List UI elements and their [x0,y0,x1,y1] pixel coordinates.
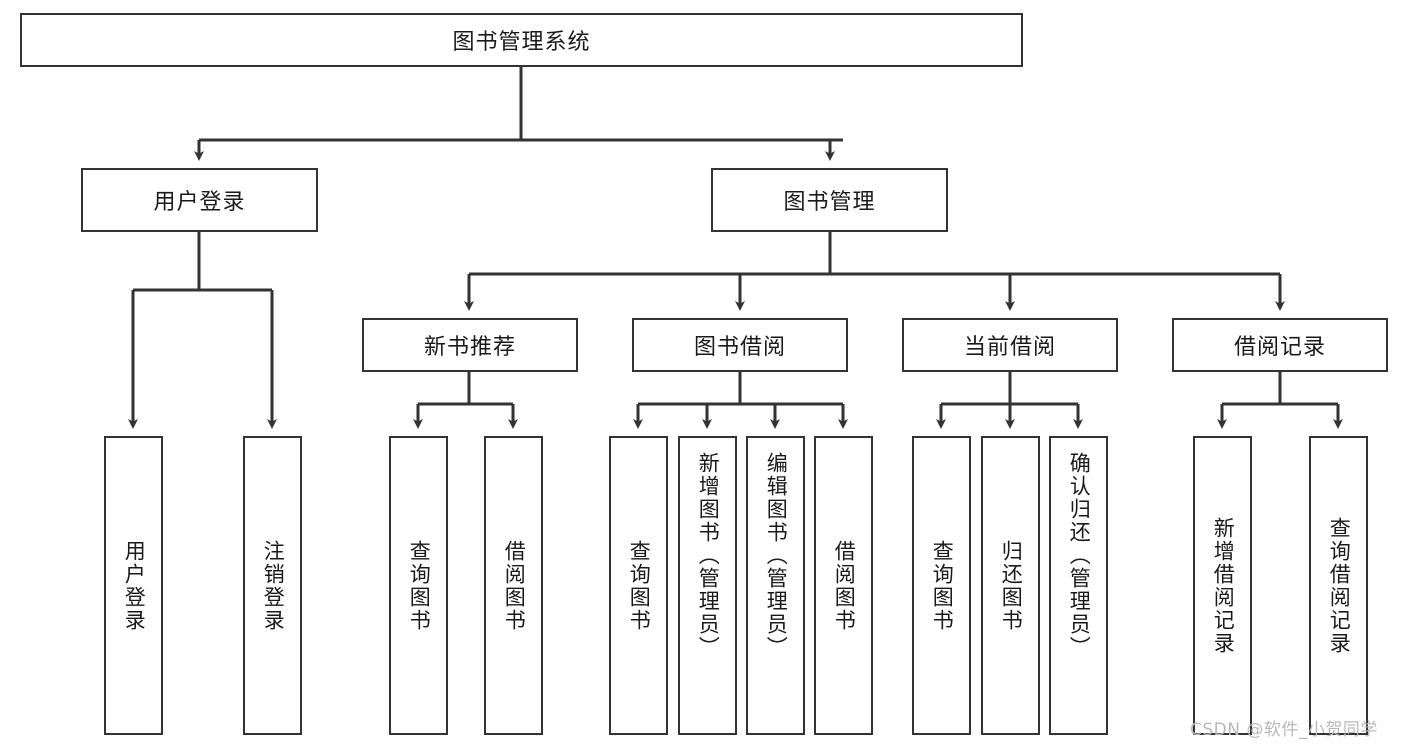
node-borrow-record-label: 借阅记录 [1233,335,1326,360]
node-leaf-add-book-label: 新增图书（管理员） [696,452,721,659]
node-book-borrow-label: 图书借阅 [693,335,786,360]
node-leaf-return-book-label: 归还图书 [999,539,1024,632]
node-user-login-label: 用户登录 [153,190,246,215]
node-book-management-label: 图书管理 [783,190,876,215]
node-leaf-logout-login-label: 注销登录 [261,539,286,632]
node-leaf-logout-login[interactable]: 注销登录 [243,436,302,735]
node-leaf-edit-book-label: 编辑图书（管理员） [764,452,789,659]
node-leaf-query-borrow-record-label: 查询借阅记录 [1327,516,1352,655]
node-leaf-borrow-book-1-label: 借阅图书 [502,539,527,632]
node-leaf-user-login-label: 用户登录 [122,539,147,632]
node-leaf-query-book-3[interactable]: 查询图书 [912,436,971,735]
node-root-label: 图书管理系统 [452,30,591,55]
node-leaf-borrow-book-2-label: 借阅图书 [832,539,857,632]
node-leaf-query-book-2[interactable]: 查询图书 [609,436,668,735]
node-leaf-confirm-return-label: 确认归还（管理员） [1067,452,1092,659]
node-leaf-add-borrow-record-label: 新增借阅记录 [1211,516,1236,655]
node-book-borrow[interactable]: 图书借阅 [632,318,848,372]
node-current-borrow-label: 当前借阅 [963,335,1056,360]
node-leaf-add-book[interactable]: 新增图书（管理员） [678,436,737,735]
node-leaf-borrow-book-1[interactable]: 借阅图书 [484,436,543,735]
csdn-watermark: CSDN @软件_小贺同学 [1190,720,1378,740]
node-book-management[interactable]: 图书管理 [711,168,948,232]
node-leaf-add-borrow-record[interactable]: 新增借阅记录 [1193,436,1252,735]
node-leaf-return-book[interactable]: 归还图书 [981,436,1040,735]
node-borrow-record[interactable]: 借阅记录 [1172,318,1388,372]
node-new-book-recommend[interactable]: 新书推荐 [362,318,578,372]
node-leaf-user-login[interactable]: 用户登录 [104,436,163,735]
node-leaf-query-book-2-label: 查询图书 [627,539,652,632]
node-root[interactable]: 图书管理系统 [20,13,1023,67]
node-leaf-confirm-return[interactable]: 确认归还（管理员） [1049,436,1108,735]
node-leaf-query-book-3-label: 查询图书 [930,539,955,632]
node-leaf-query-book-1[interactable]: 查询图书 [389,436,448,735]
node-user-login[interactable]: 用户登录 [81,168,318,232]
node-new-book-recommend-label: 新书推荐 [423,335,516,360]
node-current-borrow[interactable]: 当前借阅 [902,318,1118,372]
node-leaf-query-book-1-label: 查询图书 [407,539,432,632]
node-leaf-borrow-book-2[interactable]: 借阅图书 [814,436,873,735]
node-leaf-query-borrow-record[interactable]: 查询借阅记录 [1309,436,1368,735]
node-leaf-edit-book[interactable]: 编辑图书（管理员） [746,436,805,735]
